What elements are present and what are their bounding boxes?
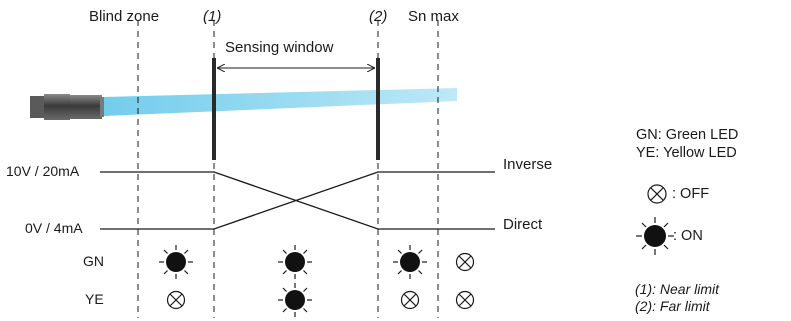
direct-signal	[100, 171, 495, 230]
sensing-window-label: Sensing window	[225, 39, 334, 56]
sn-max-label: Sn max	[408, 8, 459, 25]
blind-zone-label: Blind zone	[89, 8, 160, 25]
low-level-label: 0V / 4mA	[25, 220, 83, 236]
sensing-beam	[104, 88, 457, 116]
near-limit-bar	[212, 58, 216, 160]
led-off-icon	[400, 290, 420, 310]
legend-gn: GN: Green LED	[636, 127, 739, 143]
led-on-icon	[278, 245, 312, 279]
led-symbols	[159, 245, 475, 317]
led-on-icon	[393, 245, 427, 279]
legend-on-label: : ON	[673, 228, 703, 244]
inverse-label: Inverse	[503, 156, 553, 173]
led-off-icon	[455, 290, 475, 310]
ye-row-label: YE	[85, 291, 104, 307]
far-limit-bar	[376, 58, 380, 160]
near-limit-marker: (1)	[203, 8, 222, 25]
legend-near-note: (1): Near limit	[635, 281, 720, 297]
legend-off-symbol	[647, 184, 667, 204]
legend-ye: YE: Yellow LED	[636, 145, 737, 161]
led-on-icon	[159, 245, 193, 279]
gn-row-label: GN	[83, 253, 104, 269]
sensor-icon	[30, 94, 104, 120]
direct-label: Direct	[503, 216, 543, 233]
led-off-icon	[455, 252, 475, 272]
far-limit-marker: (2)	[369, 8, 388, 25]
legend-off-label: : OFF	[672, 186, 710, 202]
led-on-icon	[278, 283, 312, 317]
legend-on-symbol	[636, 217, 674, 255]
led-off-icon	[166, 290, 186, 310]
legend-far-note: (2): Far limit	[635, 298, 710, 314]
high-level-label: 10V / 20mA	[6, 163, 80, 179]
